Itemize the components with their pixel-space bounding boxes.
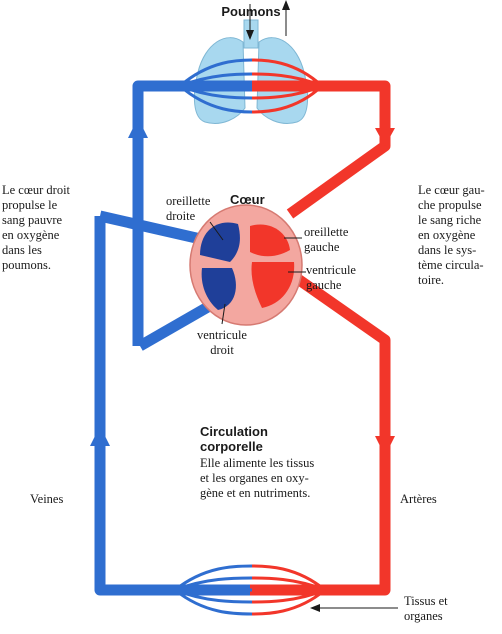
systemic-circulation-title: Circulation corporelle <box>200 424 268 454</box>
right-ventricle-label: ventricule droit <box>197 328 247 357</box>
left-side-note: Le cœur droit propulse le sang pauvre en… <box>2 183 71 272</box>
arrow-up-icon <box>282 0 290 10</box>
arrow-up-icon <box>90 426 110 446</box>
right-ventricle-chamber <box>201 268 236 310</box>
vena-cava-vessel <box>98 210 207 246</box>
lungs-label: Poumons <box>221 4 281 19</box>
systemic-circulation-text: Elle alimente les tissus et les organes … <box>200 456 315 500</box>
veins-label: Veines <box>30 492 64 506</box>
arrow-down-icon <box>246 30 254 40</box>
right-side-note: Le cœur gau- che propulse le sang riche … <box>418 183 485 287</box>
left-ventricle-chamber <box>251 262 295 308</box>
heart-illustration <box>189 204 303 326</box>
arrow-down-icon <box>375 436 395 456</box>
pulmonary-vein-vessel <box>252 80 391 219</box>
arteries-label: Artères <box>400 492 437 506</box>
left-atrium-chamber <box>250 224 290 257</box>
arrow-down-icon <box>375 128 395 146</box>
pulmonary-circulation <box>128 58 395 346</box>
left-atrium-label: oreillette gauche <box>304 225 349 254</box>
lung-capillaries-left <box>179 58 253 114</box>
systemic-circulation <box>90 216 395 616</box>
left-ventricle-label: ventricule gauche <box>306 263 356 292</box>
heart-label: Cœur <box>230 192 265 207</box>
right-atrium-label: oreillette droite <box>166 194 211 223</box>
arrow-left-icon <box>310 604 320 612</box>
arrow-up-icon <box>128 118 148 138</box>
tissue-capillaries-right <box>251 564 326 616</box>
tissues-label: Tissus et organes <box>404 594 448 623</box>
right-atrium-chamber <box>200 222 240 262</box>
tissue-capillaries-left <box>174 564 253 616</box>
